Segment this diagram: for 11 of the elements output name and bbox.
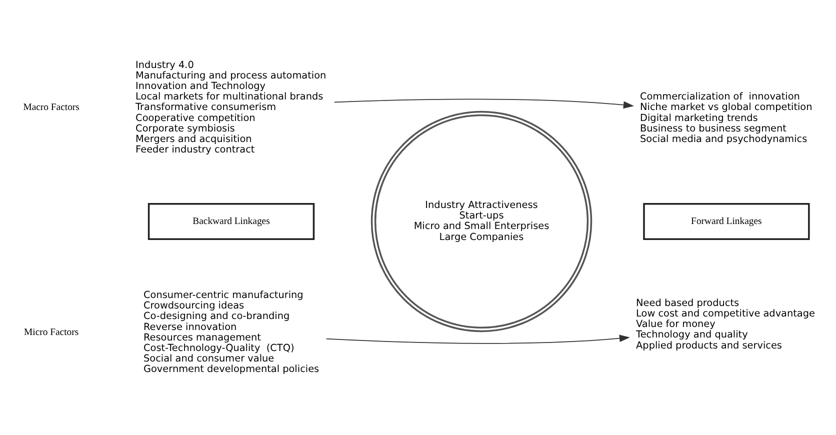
- node-text: Industry 4.0 Manufacturing and process automation Innovation and Technology Local markets for multinational brands Transformative consumerism Cooperative competition Corporate symbiosis Mergers and acquisition Feeder industry contract: [136, 60, 326, 156]
- label: Macro Factors: [23, 102, 80, 114]
- label: Micro Factors: [24, 327, 79, 338]
- arrow: [334, 98, 634, 109]
- node-circle: Industry Attractiveness Start-ups Micro and Small Enterprises Large Companies: [370, 110, 592, 332]
- node-text: Need based products Low cost and competitive advantage Value for money Technology and quality Applied products and services: [636, 298, 815, 352]
- node-text: Commercialization of innovation Niche market vs global competition Digital marketing trends Business to business segment Social media and psychodynamics: [640, 92, 812, 145]
- node-box: Backward Linkages: [148, 202, 315, 240]
- node-box: Forward Linkages: [643, 202, 810, 240]
- node-text: Consumer-centric manufacturing Crowdsourcing ideas Co-designing and co-branding Reverse innovation Resources management Cost-Technology-Quality (CTQ) Social and consumer value Government developmental policies: [144, 290, 320, 376]
- arrow: [326, 334, 630, 344]
